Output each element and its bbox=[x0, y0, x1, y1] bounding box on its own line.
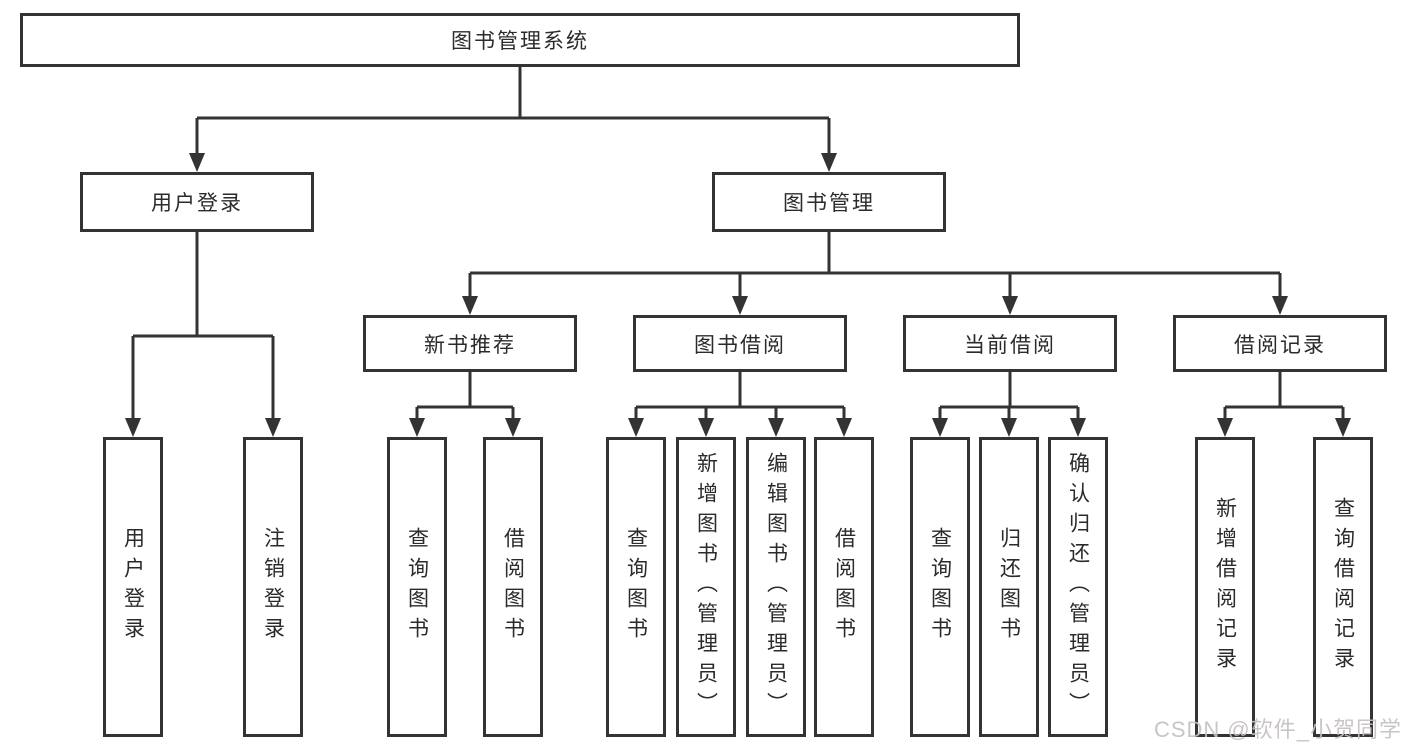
node-root: 图书管理系统 bbox=[20, 13, 1020, 67]
node-root-label: 图书管理系统 bbox=[451, 30, 589, 53]
leaf-query-books-recommend-label: 查询图书 bbox=[405, 527, 429, 647]
leaf-borrow-books-label: 借阅图书 bbox=[832, 527, 856, 647]
leaf-add-book-admin: 新增图书（管理员） bbox=[676, 437, 736, 737]
leaf-borrow-books-recommend: 借阅图书 bbox=[483, 437, 543, 737]
leaf-query-books-borrow-label: 查询图书 bbox=[624, 527, 648, 647]
leaf-return-book-label: 归还图书 bbox=[997, 527, 1021, 647]
leaf-edit-book-admin-label: 编辑图书（管理员） bbox=[764, 452, 788, 722]
leaf-user-login-label: 用户登录 bbox=[121, 527, 145, 647]
leaf-add-borrow-record-label: 新增借阅记录 bbox=[1213, 497, 1237, 677]
leaf-confirm-return-admin-label: 确认归还（管理员） bbox=[1066, 452, 1090, 722]
leaf-logout: 注销登录 bbox=[243, 437, 303, 737]
leaf-add-book-admin-label: 新增图书（管理员） bbox=[694, 452, 718, 722]
node-new-book-recommend: 新书推荐 bbox=[363, 315, 577, 372]
node-new-book-recommend-label: 新书推荐 bbox=[424, 333, 516, 357]
node-book-management-label: 图书管理 bbox=[783, 192, 875, 215]
leaf-query-books-recommend: 查询图书 bbox=[387, 437, 447, 737]
leaf-query-books-current: 查询图书 bbox=[910, 437, 970, 737]
leaf-query-books-borrow: 查询图书 bbox=[606, 437, 666, 737]
leaf-borrow-books: 借阅图书 bbox=[814, 437, 874, 737]
leaf-edit-book-admin: 编辑图书（管理员） bbox=[746, 437, 806, 737]
leaf-add-borrow-record: 新增借阅记录 bbox=[1195, 437, 1255, 737]
leaf-confirm-return-admin: 确认归还（管理员） bbox=[1048, 437, 1108, 737]
node-book-borrow-label: 图书借阅 bbox=[694, 333, 786, 357]
leaf-logout-label: 注销登录 bbox=[261, 527, 285, 647]
node-book-management: 图书管理 bbox=[712, 172, 946, 232]
leaf-query-books-current-label: 查询图书 bbox=[928, 527, 952, 647]
leaf-query-borrow-record: 查询借阅记录 bbox=[1313, 437, 1373, 737]
node-user-login: 用户登录 bbox=[80, 172, 314, 232]
leaf-query-borrow-record-label: 查询借阅记录 bbox=[1331, 497, 1355, 677]
node-book-borrow: 图书借阅 bbox=[633, 315, 847, 372]
leaf-return-book: 归还图书 bbox=[979, 437, 1039, 737]
node-borrow-records: 借阅记录 bbox=[1173, 315, 1387, 372]
leaf-user-login: 用户登录 bbox=[103, 437, 163, 737]
leaf-borrow-books-recommend-label: 借阅图书 bbox=[501, 527, 525, 647]
csdn-watermark: CSDN @软件_小贺同学 bbox=[1153, 717, 1402, 742]
node-current-borrow-label: 当前借阅 bbox=[964, 333, 1056, 357]
node-borrow-records-label: 借阅记录 bbox=[1234, 333, 1326, 357]
node-user-login-label: 用户登录 bbox=[151, 192, 243, 215]
node-current-borrow: 当前借阅 bbox=[903, 315, 1117, 372]
